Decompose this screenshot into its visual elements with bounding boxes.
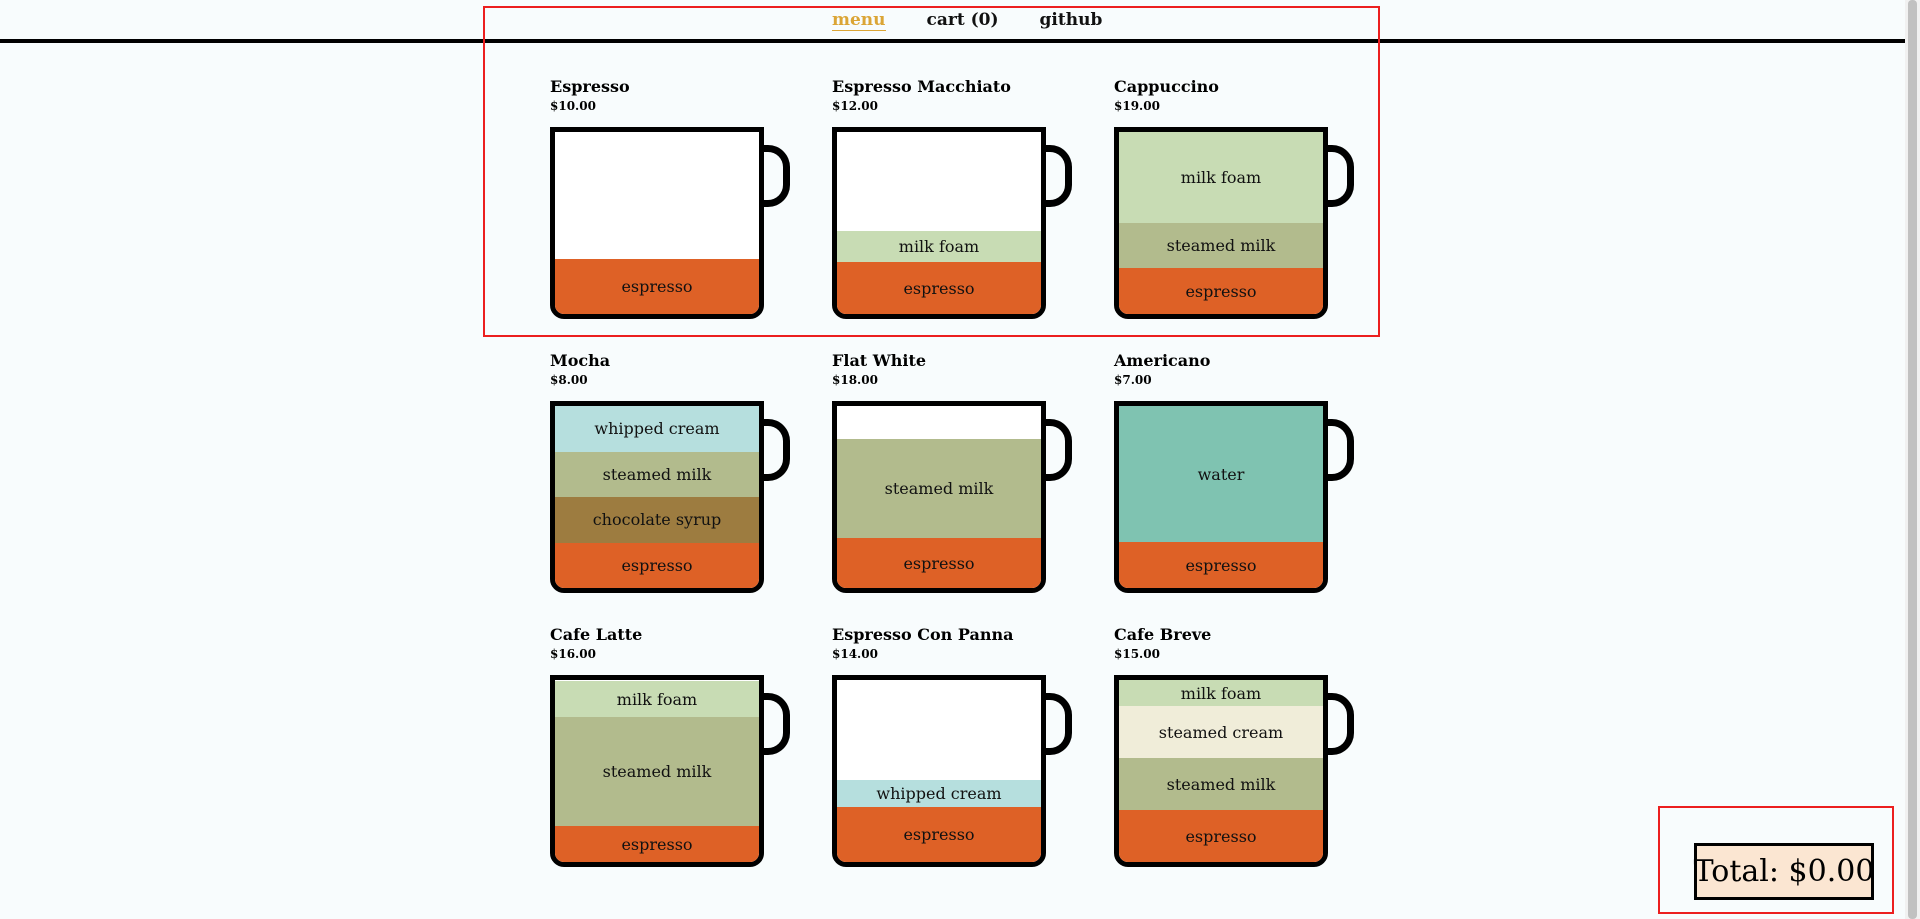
coffee-menu-grid: Espresso $10.00 espresso Espresso Macchi… — [550, 77, 1396, 899]
coffee-price: $16.00 — [550, 647, 596, 661]
layer-whipped-cream: whipped cream — [555, 406, 759, 452]
layer-water: water — [1119, 406, 1323, 543]
coffee-price: $19.00 — [1114, 99, 1160, 113]
layer-steamed-milk: steamed milk — [1119, 222, 1323, 269]
cup-handle — [1324, 419, 1354, 481]
scrollbar-thumb[interactable] — [1908, 0, 1917, 919]
coffee-price: $8.00 — [550, 373, 588, 387]
coffee-price: $15.00 — [1114, 647, 1160, 661]
layer-steamed-milk: steamed milk — [837, 439, 1041, 538]
layer-espresso: espresso — [837, 807, 1041, 862]
coffee-price: $7.00 — [1114, 373, 1152, 387]
cup-handle — [760, 145, 790, 207]
layer-espresso: espresso — [1119, 268, 1323, 314]
layer-milk-foam: milk foam — [1119, 680, 1323, 706]
cup-handle — [1324, 693, 1354, 755]
top-navigation: menu cart (0) github — [0, 0, 1905, 43]
cup-handle — [1042, 145, 1072, 207]
cup-handle — [760, 419, 790, 481]
layer-espresso: espresso — [555, 259, 759, 314]
layer-espresso: espresso — [837, 262, 1041, 314]
cup-handle — [1042, 693, 1072, 755]
layer-espresso: espresso — [1119, 810, 1323, 862]
layer-espresso: espresso — [837, 538, 1041, 588]
layer-milk-foam: milk foam — [837, 231, 1041, 262]
nav-links: menu cart (0) github — [832, 10, 1102, 31]
coffee-item-espresso[interactable]: Espresso $10.00 espresso — [550, 77, 832, 351]
coffee-name: Cafe Latte — [550, 625, 643, 644]
coffee-price: $12.00 — [832, 99, 878, 113]
layer-espresso: espresso — [555, 826, 759, 862]
coffee-price: $14.00 — [832, 647, 878, 661]
layer-steamed-milk: steamed milk — [555, 717, 759, 826]
cup-handle — [1324, 145, 1354, 207]
nav-cart-link[interactable]: cart (0) — [926, 10, 999, 30]
layer-whipped-cream: whipped cream — [837, 780, 1041, 807]
layer-milk-foam: milk foam — [555, 681, 759, 717]
coffee-name: Cappuccino — [1114, 77, 1219, 96]
coffee-price: $10.00 — [550, 99, 596, 113]
coffee-name: Mocha — [550, 351, 611, 370]
layer-milk-foam: milk foam — [1119, 132, 1323, 223]
coffee-name: Espresso Con Panna — [832, 625, 1014, 644]
coffee-name: Espresso Macchiato — [832, 77, 1011, 96]
layer-steamed-milk: steamed milk — [1119, 758, 1323, 810]
cup-handle — [1042, 419, 1072, 481]
coffee-cup: espresso — [550, 127, 764, 319]
coffee-name: Cafe Breve — [1114, 625, 1212, 644]
coffee-name: Espresso — [550, 77, 630, 96]
layer-steamed-milk: steamed milk — [555, 451, 759, 497]
coffee-name: Flat White — [832, 351, 927, 370]
vertical-scrollbar[interactable] — [1905, 0, 1920, 919]
nav-github-link[interactable]: github — [1039, 10, 1103, 30]
coffee-price: $18.00 — [832, 373, 878, 387]
layer-espresso: espresso — [1119, 542, 1323, 588]
layer-espresso: espresso — [555, 542, 759, 588]
layer-chocolate-syrup: chocolate syrup — [555, 497, 759, 543]
coffee-name: Americano — [1114, 351, 1211, 370]
cart-total: Total: $0.00 — [1694, 843, 1874, 900]
nav-menu-link[interactable]: menu — [832, 10, 886, 31]
layer-steamed-cream: steamed cream — [1119, 706, 1323, 758]
cup-handle — [760, 693, 790, 755]
